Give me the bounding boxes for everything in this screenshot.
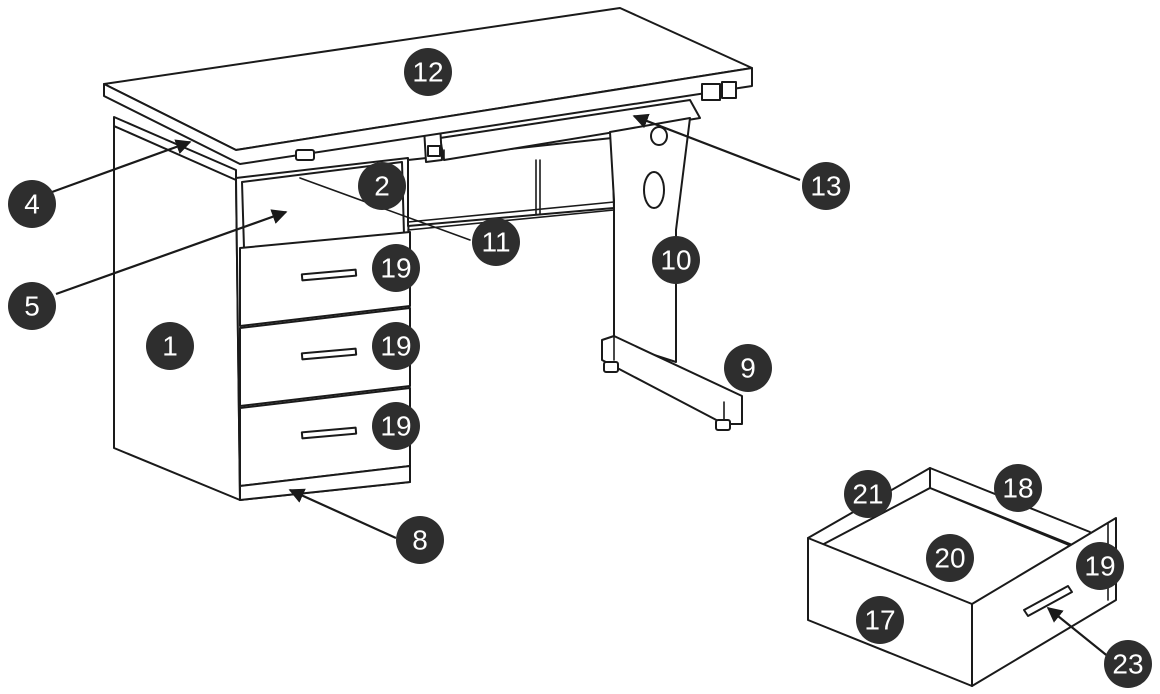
badge-foot: 9 — [724, 344, 772, 392]
badge-crossbar-label: 11 — [481, 227, 510, 258]
badge-inner-shelf: 5 — [8, 282, 56, 330]
badge-top-edge: 4 — [8, 180, 56, 228]
badge-drawer-front-1-label: 19 — [380, 253, 411, 284]
badge-top-edge-label: 4 — [24, 189, 40, 220]
badge-drawer-bottom: 20 — [926, 534, 974, 582]
drawer-handle-2 — [300, 347, 358, 361]
badge-keyboard-tray: 13 — [802, 162, 850, 210]
badge-inner-shelf-label: 5 — [24, 291, 40, 322]
badge-drawer-front-detail-label: 19 — [1084, 551, 1115, 582]
leader-lines — [51, 113, 1111, 659]
drawer-handle-3 — [300, 426, 358, 440]
badge-drawer-front-detail: 19 — [1076, 542, 1124, 590]
base-rail — [239, 465, 411, 501]
badge-crossbar: 11 — [472, 218, 520, 266]
right-leg — [609, 117, 691, 363]
badge-desktop: 12 — [404, 48, 452, 96]
drawer-front-handle — [1023, 585, 1073, 617]
badge-drawer-front-3-label: 19 — [380, 411, 411, 442]
drawer-handle-1 — [300, 268, 358, 282]
badge-drawer-front-2-label: 19 — [380, 331, 411, 362]
badge-drawer-side-left: 17 — [856, 596, 904, 644]
badge-keyboard-tray-label: 13 — [810, 171, 841, 202]
badge-shelf-label: 2 — [374, 171, 390, 202]
badge-drawer-side-left-label: 17 — [864, 605, 895, 636]
badge-drawer-back-label: 18 — [1002, 473, 1033, 504]
badge-drawer-front-2: 19 — [372, 322, 420, 370]
badge-drawer-front-3: 19 — [372, 402, 420, 450]
side-panel — [113, 125, 241, 501]
badge-drawer-side-right: 21 — [844, 470, 892, 518]
badge-leg: 10 — [652, 236, 700, 284]
badge-drawer-front-1: 19 — [372, 244, 420, 292]
badge-drawer-side-right-label: 21 — [852, 479, 883, 510]
badge-drawer-back: 18 — [994, 464, 1042, 512]
badge-side-panel-label: 1 — [162, 331, 178, 362]
badge-bottom-rail: 8 — [396, 516, 444, 564]
badge-drawer-bottom-label: 20 — [934, 543, 965, 574]
badge-leg-label: 10 — [660, 245, 691, 276]
badge-drawer-handle: 23 — [1104, 640, 1152, 688]
badge-drawer-handle-label: 23 — [1112, 649, 1143, 680]
badge-side-panel: 1 — [146, 322, 194, 370]
badge-desktop-label: 12 — [412, 57, 443, 88]
badge-bottom-rail-label: 8 — [412, 525, 428, 556]
badge-foot-label: 9 — [740, 353, 756, 384]
leg-cutout — [643, 171, 665, 209]
desktop-edge — [103, 67, 753, 165]
badge-shelf: 2 — [358, 162, 406, 210]
